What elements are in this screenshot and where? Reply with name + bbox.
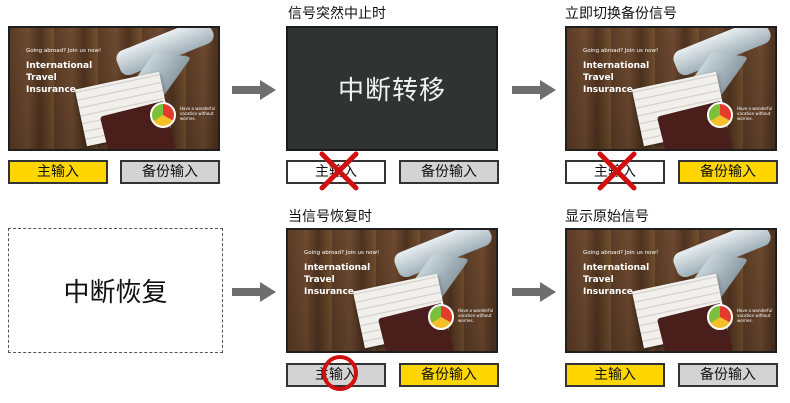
logo-icon [150, 102, 176, 128]
ad-small-text: Going abroad? Join us now! [583, 48, 659, 54]
logo-icon [428, 304, 454, 330]
travel-photo: Have a wonderful vacation without worrie… [10, 28, 218, 149]
logo-text: Have a wonderful vacation without worrie… [737, 308, 773, 323]
travel-photo: Have a wonderful vacation without worrie… [288, 230, 496, 351]
logo-text: Have a wonderful vacation without worrie… [458, 308, 494, 323]
interrupt-recover-text: 中断恢复 [63, 278, 168, 308]
interrupt-recover-box: 中断恢复 [8, 228, 223, 353]
backup-input-label: 备份输入 [120, 160, 220, 184]
screen-main-signal: Have a wonderful vacation without worrie… [8, 26, 220, 151]
logo-icon [707, 102, 733, 128]
logo-text: Have a wonderful vacation without worrie… [737, 106, 773, 121]
logo-text: Have a wonderful vacation without worrie… [180, 106, 216, 121]
travel-photo: Have a wonderful vacation without worrie… [567, 28, 775, 149]
ad-big-text: International Travel Insurance [26, 61, 93, 95]
backup-input-label: 备份输入 [678, 160, 778, 184]
heading-recover: 当信号恢复时 [288, 209, 372, 225]
cross-icon [319, 151, 359, 191]
screen-main-signal: Have a wonderful vacation without worrie… [565, 228, 777, 353]
travel-photo: Have a wonderful vacation without worrie… [567, 230, 775, 351]
screen-backup-signal: Have a wonderful vacation without worrie… [565, 26, 777, 151]
arrow-right-icon [232, 80, 276, 100]
arrow-right-icon [232, 282, 276, 302]
heading-show-original: 显示原始信号 [565, 209, 649, 225]
backup-input-label: 备份输入 [399, 160, 499, 184]
ad-small-text: Going abroad? Join us now! [304, 250, 380, 256]
backup-input-label: 备份输入 [399, 363, 499, 387]
main-input-label: 主输入 [8, 160, 108, 184]
ad-big-text: International Travel Insurance [583, 61, 650, 95]
cross-icon [597, 151, 637, 191]
ad-small-text: Going abroad? Join us now! [26, 48, 102, 54]
heading-switch-backup: 立即切换备份信号 [565, 6, 677, 22]
circle-icon [322, 355, 358, 391]
backup-input-label: 备份输入 [678, 363, 778, 387]
ad-small-text: Going abroad? Join us now! [583, 250, 659, 256]
screen-main-signal: Have a wonderful vacation without worrie… [286, 228, 498, 353]
ad-big-text: International Travel Insurance [583, 263, 650, 297]
arrow-right-icon [512, 80, 556, 100]
screen-interrupted: 中断转移 [286, 26, 498, 151]
ad-big-text: International Travel Insurance [304, 263, 371, 297]
arrow-right-icon [512, 282, 556, 302]
main-input-label: 主输入 [565, 363, 665, 387]
interrupt-transfer-text: 中断转移 [337, 76, 446, 106]
logo-icon [707, 304, 733, 330]
heading-interrupt: 信号突然中止时 [288, 6, 386, 22]
